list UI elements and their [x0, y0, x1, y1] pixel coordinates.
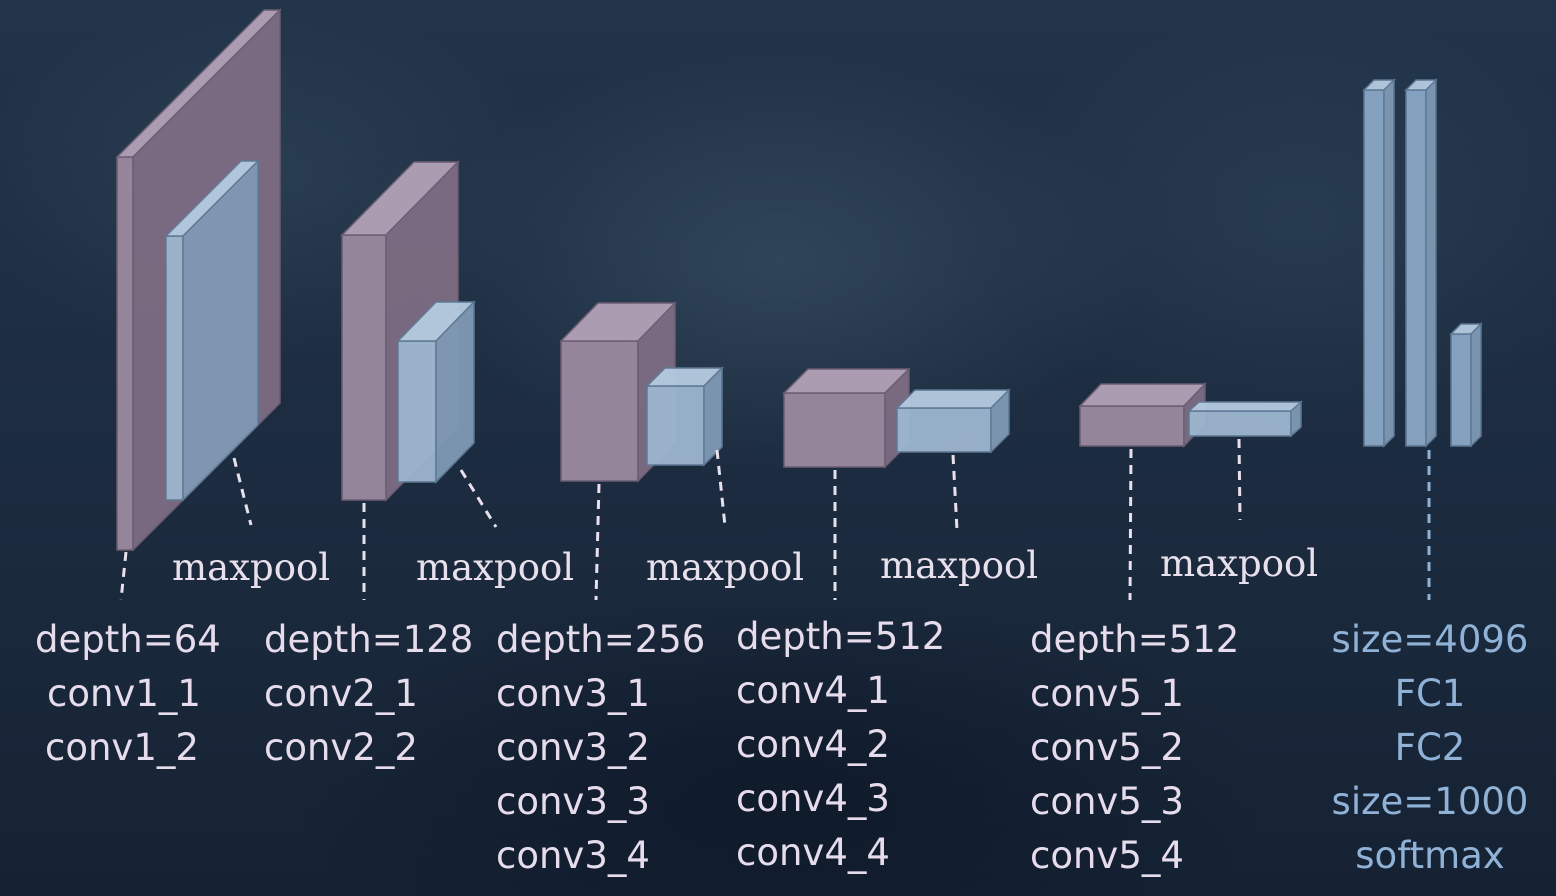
leader-block5-pool [1237, 438, 1242, 521]
block1-depth: depth=64 [35, 618, 221, 661]
block3-pool-volume [645, 366, 724, 467]
block3-layer-3: conv3_3 [496, 780, 650, 823]
block3-layer-4: conv3_4 [496, 834, 650, 877]
block5-pool-volume [1187, 400, 1303, 438]
fc-size-4096: size=4096 [1331, 618, 1529, 661]
fc3-bar [1449, 322, 1483, 448]
block1-pool-volume [164, 159, 260, 502]
maxpool-label-4: maxpool [880, 544, 1038, 587]
leader-block4-pool [951, 454, 959, 531]
block3-layer-2: conv3_2 [496, 726, 650, 769]
block5-layer-4: conv5_4 [1030, 834, 1184, 877]
block4-layer-4: conv4_4 [736, 831, 890, 874]
fc1-bar [1362, 78, 1396, 448]
leader-block5-conv [1128, 448, 1133, 601]
leader-block2-pool [459, 469, 498, 528]
softmax-label: softmax [1355, 834, 1505, 877]
block2-pool-volume [396, 300, 476, 484]
block1-layer-2: conv1_2 [45, 726, 199, 769]
block4-depth: depth=512 [736, 615, 946, 658]
maxpool-label-1: maxpool [172, 546, 330, 589]
fc-size-1000: size=1000 [1331, 780, 1529, 823]
block2-depth: depth=128 [264, 618, 474, 661]
leader-block1-conv [119, 551, 128, 601]
block4-conv-volume [782, 367, 911, 469]
block5-layer-2: conv5_2 [1030, 726, 1184, 769]
block1-layer-1: conv1_1 [47, 672, 201, 715]
block5-layer-3: conv5_3 [1030, 780, 1184, 823]
maxpool-label-5: maxpool [1160, 542, 1318, 585]
fc2-label: FC2 [1394, 726, 1466, 769]
block5-conv-volume [1078, 382, 1207, 448]
block3-layer-1: conv3_1 [496, 672, 650, 715]
maxpool-label-3: maxpool [646, 546, 804, 589]
block2-layer-2: conv2_2 [264, 726, 418, 769]
block4-layer-3: conv4_3 [736, 777, 890, 820]
block4-layer-2: conv4_2 [736, 723, 890, 766]
block5-layer-1: conv5_1 [1030, 672, 1184, 715]
block3-depth: depth=256 [496, 618, 706, 661]
block5-depth: depth=512 [1030, 618, 1240, 661]
leader-block3-conv [594, 483, 601, 601]
block4-layer-1: conv4_1 [736, 669, 890, 712]
block2-layer-1: conv2_1 [264, 672, 418, 715]
leader-block3-pool [715, 449, 727, 527]
fc1-label: FC1 [1394, 672, 1466, 715]
leader-block1-pool [232, 457, 253, 526]
block4-pool-volume [895, 388, 1011, 454]
fc2-bar [1404, 78, 1438, 448]
maxpool-label-2: maxpool [416, 546, 574, 589]
